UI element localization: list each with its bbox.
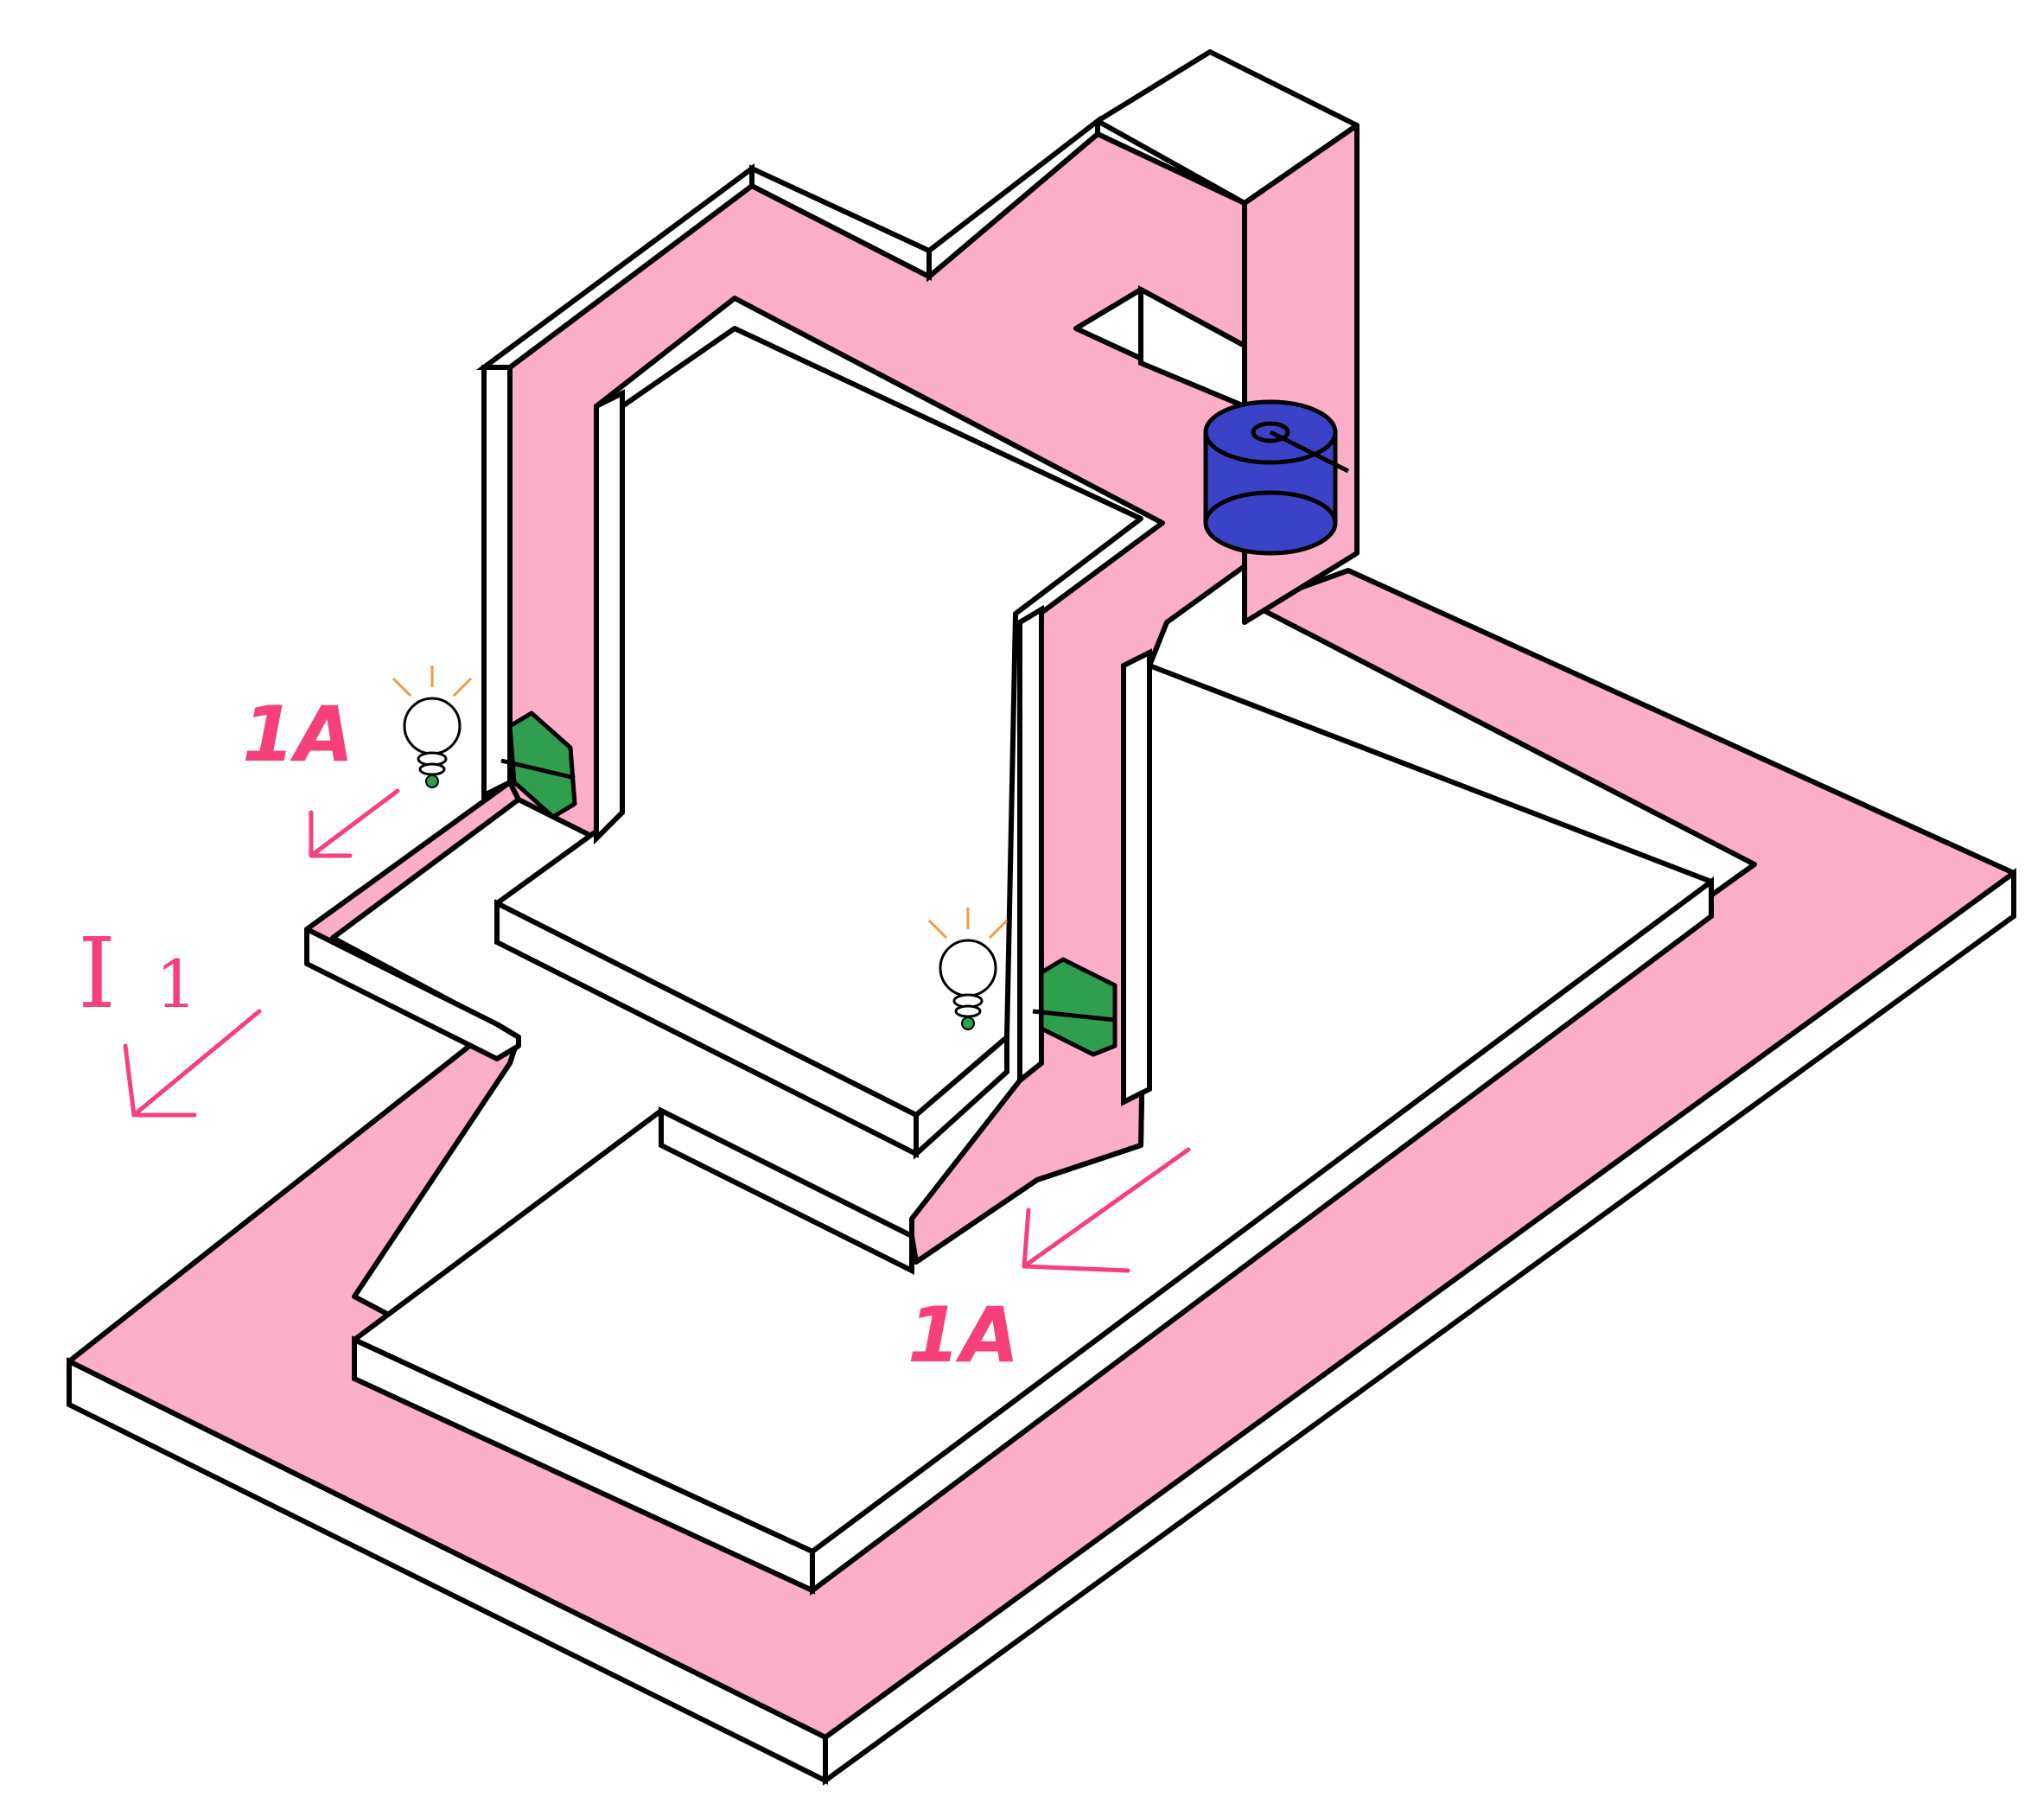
upper-left-wall <box>481 365 513 800</box>
bottom-loop-inner-step <box>659 1106 914 1275</box>
bulb-left <box>392 666 473 788</box>
switch-left <box>500 710 577 819</box>
bulb-left-ray-1 <box>392 677 412 698</box>
total-current-symbol: I <box>78 918 116 1030</box>
switch-right-lever <box>1032 1009 1116 1023</box>
total-current-subscript: 1 <box>156 946 197 1023</box>
left-entry-arm <box>304 780 521 1061</box>
upper-left-riser <box>594 389 625 845</box>
switch-right <box>1032 957 1118 1057</box>
switch-left-body <box>507 710 577 819</box>
bottom-loop <box>67 568 2016 1786</box>
bottom-loop-right-edge <box>823 868 2016 1786</box>
upper-inner-slab-side <box>914 1031 1009 1160</box>
bottom-loop-inner-wall-right <box>810 876 1714 1596</box>
switch-left-lever <box>500 758 576 781</box>
bulb-left-tip <box>425 774 439 788</box>
left-entry-edge <box>304 927 521 1061</box>
bulb-left-ray-3 <box>452 677 473 698</box>
annotation-total-current: I 1 <box>78 918 262 1118</box>
arrow-right-icon <box>1022 1147 1191 1273</box>
bulb-right-glass <box>939 939 997 997</box>
bulb-right-ray-1 <box>927 919 948 940</box>
bulb-left-glass <box>403 697 462 755</box>
battery-wire <box>1269 430 1350 474</box>
bulb-right <box>927 908 1009 1030</box>
annotation-branch-left: 1A <box>242 690 400 858</box>
battery-terminal <box>1251 421 1290 443</box>
bulb-right-base-2 <box>954 1004 982 1018</box>
bulb-right-tip <box>961 1016 975 1030</box>
upper-back-wall-3 <box>926 115 1100 283</box>
bulb-right-ray-3 <box>988 919 1009 940</box>
bulb-left-base-2 <box>418 762 446 776</box>
arrow-total-icon <box>123 1009 262 1118</box>
annotation-branch-right: 1A <box>907 1147 1191 1380</box>
switch-right-body <box>1039 957 1118 1057</box>
battery-bottom-rim <box>1203 490 1338 524</box>
branch-current-right-label: 1A <box>907 1290 1019 1380</box>
arrow-left-icon <box>309 788 400 858</box>
upper-right-riser-2 <box>1121 648 1152 1106</box>
upper-right-riser <box>1017 604 1044 1086</box>
branch-current-left-label: 1A <box>242 690 353 779</box>
battery <box>1203 399 1350 556</box>
